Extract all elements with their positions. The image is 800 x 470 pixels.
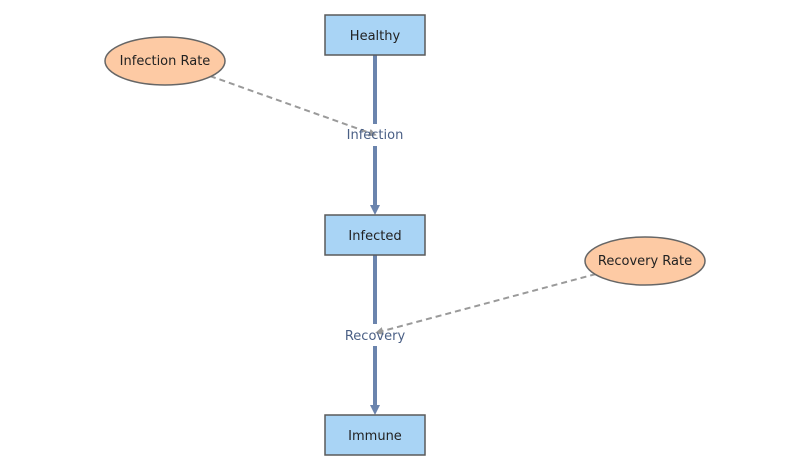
aux-infection-rate-label: Infection Rate [120, 54, 211, 69]
stock-infected-label: Infected [348, 229, 401, 244]
link-recovery-rate-to-recovery[interactable] [375, 273, 597, 335]
stock-immune[interactable]: Immune [324, 414, 426, 456]
link-infection-rate-to-infection[interactable] [209, 75, 377, 137]
flow-label-recovery[interactable]: Recovery [345, 329, 406, 344]
aux-recovery-rate-ellipse[interactable] [584, 236, 706, 286]
stock-healthy[interactable]: Healthy [324, 14, 426, 56]
aux-recovery-rate-label: Recovery Rate [598, 254, 692, 269]
stock-immune-label: Immune [348, 429, 402, 444]
stock-healthy-box[interactable] [324, 14, 426, 56]
stock-infected[interactable]: Infected [324, 214, 426, 256]
stock-healthy-label: Healthy [350, 29, 401, 44]
stock-immune-box[interactable] [324, 414, 426, 456]
flow-label-infection[interactable]: Infection [347, 128, 404, 143]
aux-infection-rate-ellipse[interactable] [104, 36, 226, 86]
stock-infected-box[interactable] [324, 214, 426, 256]
aux-infection-rate[interactable]: Infection Rate [104, 36, 226, 86]
aux-recovery-rate[interactable]: Recovery Rate [584, 236, 706, 286]
